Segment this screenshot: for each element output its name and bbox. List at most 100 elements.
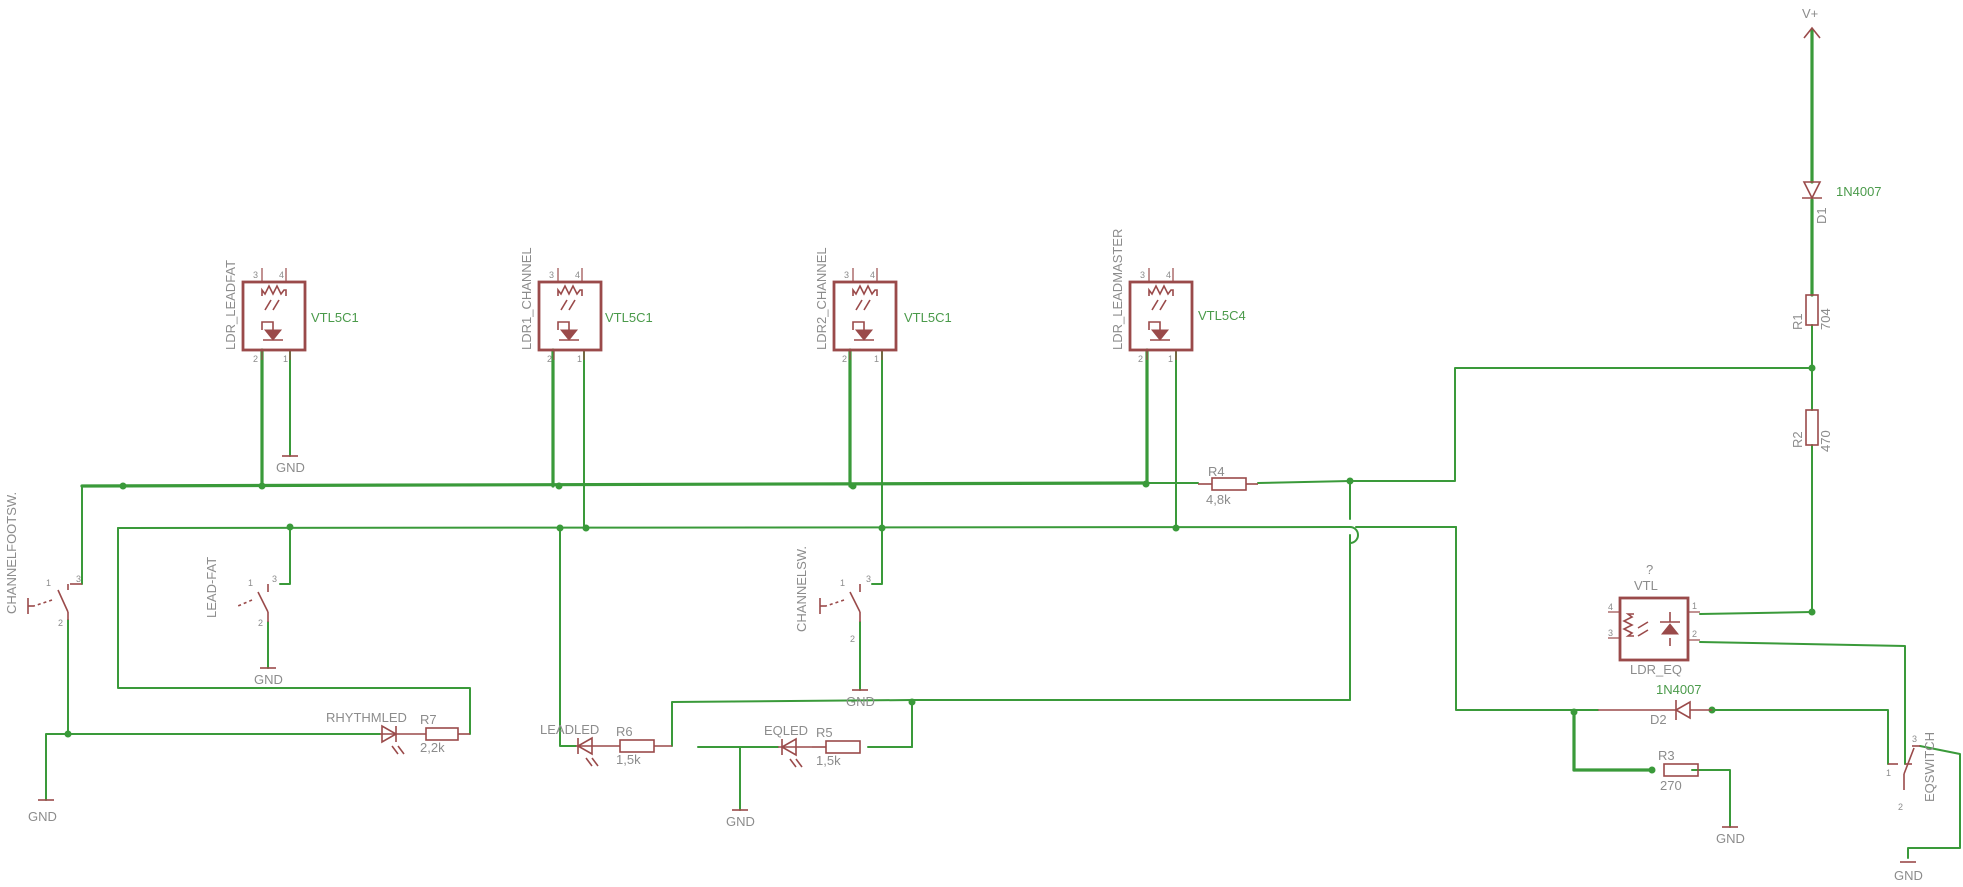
ldr-leadfat[interactable]: 3 4 2 1 VTL5C1 LDR_LEADFAT — [223, 260, 359, 364]
pin3-label: 3 — [844, 270, 849, 280]
part-quantity: ? — [1646, 562, 1653, 577]
pin2-label: 2 — [1898, 802, 1903, 812]
resistor-r7[interactable]: R7 2,2k — [420, 712, 470, 755]
diode-d1[interactable]: 1N4007 D1 — [1802, 181, 1882, 224]
led-leadled[interactable]: LEADLED — [540, 722, 620, 767]
pin3-label: 3 — [1608, 628, 1613, 638]
ldr-eq[interactable]: 4 3 1 2 VTL ? LDR_EQ — [1608, 562, 1700, 677]
switch-channelfootsw[interactable]: 3 1 2 CHANNELFOOTSW. — [4, 492, 82, 628]
pin1-label: 1 — [248, 578, 253, 588]
resistor-r1[interactable]: R1 704 — [1790, 294, 1833, 330]
part-name: LDR1_CHANNEL — [519, 247, 534, 350]
rhythmled-label: RHYTHMLED — [326, 710, 407, 725]
gnd-symbol: GND — [28, 799, 57, 824]
switch-name: CHANNELFOOTSW. — [4, 492, 19, 614]
r5-name: R5 — [816, 725, 833, 740]
pin4-label: 4 — [575, 270, 580, 280]
r6-value: 1,5k — [616, 752, 641, 767]
junctions — [64, 364, 1816, 774]
switch-channelsw[interactable]: 3 1 2 CHANNELSW. — [794, 546, 871, 644]
part-value: VTL5C4 — [1198, 308, 1246, 323]
gnd-symbol: GND — [276, 455, 305, 475]
pin1-label: 1 — [1692, 601, 1697, 611]
part-name: LDR_EQ — [1630, 662, 1682, 677]
pin3-label: 3 — [253, 270, 258, 280]
gnd-label: GND — [28, 809, 57, 824]
gnd-symbol: GND — [254, 667, 283, 687]
pin3-label: 3 — [1140, 270, 1145, 280]
pin2-label: 2 — [258, 618, 263, 628]
resistor-r4[interactable]: R4 4,8k — [1198, 464, 1258, 507]
switch-name: EQSWITCH — [1922, 732, 1937, 802]
pin2-label: 2 — [1692, 629, 1697, 639]
gnd-symbol: GND — [846, 689, 875, 709]
pin3-label: 3 — [272, 574, 277, 584]
ldr2-channel[interactable]: 3 4 2 1 VTL5C1 LDR2_CHANNEL — [814, 247, 952, 364]
switch-name: CHANNELSW. — [794, 546, 809, 632]
gnd-symbol: GND — [1716, 826, 1745, 846]
pin3-label: 3 — [76, 574, 81, 584]
r6-name: R6 — [616, 724, 633, 739]
gnd-label: GND — [846, 694, 875, 709]
d1-name: D1 — [1814, 207, 1829, 224]
gnd-label: GND — [1716, 831, 1745, 846]
vplus-supply[interactable]: V+ — [1802, 6, 1821, 39]
r7-value: 2,2k — [420, 740, 445, 755]
resistor-r3[interactable]: R3 270 — [1658, 748, 1699, 793]
pin2-label: 2 — [253, 354, 258, 364]
r3-value: 270 — [1660, 778, 1682, 793]
part-value: VTL5C1 — [904, 310, 952, 325]
d2-value: 1N4007 — [1656, 682, 1702, 697]
leadled-label: LEADLED — [540, 722, 599, 737]
pin1-label: 1 — [46, 578, 51, 588]
r3-name: R3 — [1658, 748, 1675, 763]
d2-name: D2 — [1650, 712, 1667, 727]
pin2-label: 2 — [547, 354, 552, 364]
pin4-label: 4 — [1166, 270, 1171, 280]
switch-lead-fat[interactable]: 3 1 2 LEAD-FAT — [204, 557, 277, 628]
ldr-leadmaster[interactable]: 3 4 2 1 VTL5C4 LDR_LEADMASTER — [1110, 229, 1246, 364]
pin2-label: 2 — [842, 354, 847, 364]
gnd-symbol: GND — [1894, 861, 1923, 883]
switch-name: LEAD-FAT — [204, 557, 219, 618]
part-name: LDR2_CHANNEL — [814, 247, 829, 350]
part-name: LDR_LEADMASTER — [1110, 229, 1125, 350]
led-rhythmled[interactable]: RHYTHMLED — [326, 710, 426, 755]
pin1-label: 1 — [840, 578, 845, 588]
pin1-label: 1 — [577, 354, 582, 364]
part-name: LDR_LEADFAT — [223, 260, 238, 350]
diode-d2[interactable]: 1N4007 D2 — [1598, 682, 1712, 727]
pin4-label: 4 — [870, 270, 875, 280]
pin3-label: 3 — [549, 270, 554, 280]
gnd-label: GND — [1894, 868, 1923, 883]
part-value: VTL5C1 — [605, 310, 653, 325]
led-eqled[interactable]: EQLED — [764, 723, 812, 768]
eqled-label: EQLED — [764, 723, 808, 738]
pin1-label: 1 — [874, 354, 879, 364]
r2-value: 470 — [1818, 430, 1833, 452]
gnd-label: GND — [726, 814, 755, 829]
part-value: VTL5C1 — [311, 310, 359, 325]
r5-value: 1,5k — [816, 753, 841, 768]
r2-name: R2 — [1790, 431, 1805, 448]
part-value: VTL — [1634, 578, 1658, 593]
pin3-label: 3 — [1912, 734, 1917, 744]
vplus-label: V+ — [1802, 6, 1818, 21]
pin1-label: 1 — [283, 354, 288, 364]
resistor-r2[interactable]: R2 470 — [1790, 409, 1833, 452]
pin4-label: 4 — [279, 270, 284, 280]
pin1-label: 1 — [1886, 768, 1891, 778]
r1-value: 704 — [1818, 308, 1833, 330]
pin2-label: 2 — [850, 634, 855, 644]
resistor-r6[interactable]: R6 1,5k — [616, 724, 672, 767]
pin1-label: 1 — [1168, 354, 1173, 364]
switch-eqswitch[interactable]: 1 2 3 EQSWITCH — [1886, 732, 1937, 812]
pin3-label: 3 — [866, 574, 871, 584]
gnd-label: GND — [276, 460, 305, 475]
gnd-symbol: GND — [726, 809, 755, 829]
resistor-r5[interactable]: R5 1,5k — [812, 725, 861, 768]
gnd-label: GND — [254, 672, 283, 687]
r1-name: R1 — [1790, 313, 1805, 330]
ldr1-channel[interactable]: 3 4 2 1 VTL5C1 LDR1_CHANNEL — [519, 247, 653, 364]
